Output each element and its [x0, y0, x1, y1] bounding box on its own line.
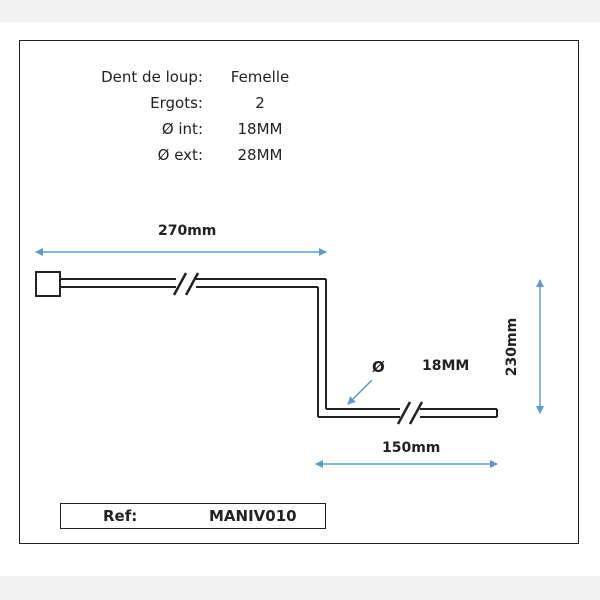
bottom-bar-break-mark: [396, 401, 424, 425]
drawing-frame: [19, 40, 579, 544]
bottom-bar: [318, 408, 498, 418]
vertical-bar: [317, 279, 327, 417]
diameter-symbol: Ø: [372, 358, 385, 376]
top-bar-break-mark: [172, 272, 200, 296]
spec-row-ergots: Ergots: 2: [0, 94, 600, 116]
top-bar: [60, 278, 326, 288]
handle-square: [35, 271, 61, 297]
diameter-value: 18MM: [422, 358, 470, 374]
spec-value: Femelle: [230, 68, 290, 86]
reference-box: Ref: MANIV010: [60, 503, 326, 529]
top-length-label: 270mm: [158, 223, 217, 239]
spec-row-dent-de-loup: Dent de loup: Femelle: [0, 68, 600, 90]
reference-label: Ref:: [103, 507, 138, 525]
spec-row-diameter-ext: Ø ext: 28MM: [0, 146, 600, 168]
height-label: 230mm: [504, 317, 520, 377]
spec-value: 2: [255, 94, 265, 112]
spec-label: Ø int:: [161, 120, 203, 138]
reference-value: MANIV010: [209, 507, 297, 525]
spec-value: 28MM: [237, 146, 283, 164]
spec-row-diameter-int: Ø int: 18MM: [0, 120, 600, 142]
spec-label: Ø ext:: [157, 146, 203, 164]
bottom-length-label: 150mm: [382, 440, 441, 456]
diameter-leader-arrow: [347, 379, 373, 405]
spec-label: Ergots:: [150, 94, 203, 112]
spec-label: Dent de loup:: [101, 68, 203, 86]
drawing-sheet: [0, 22, 600, 576]
spec-value: 18MM: [237, 120, 283, 138]
